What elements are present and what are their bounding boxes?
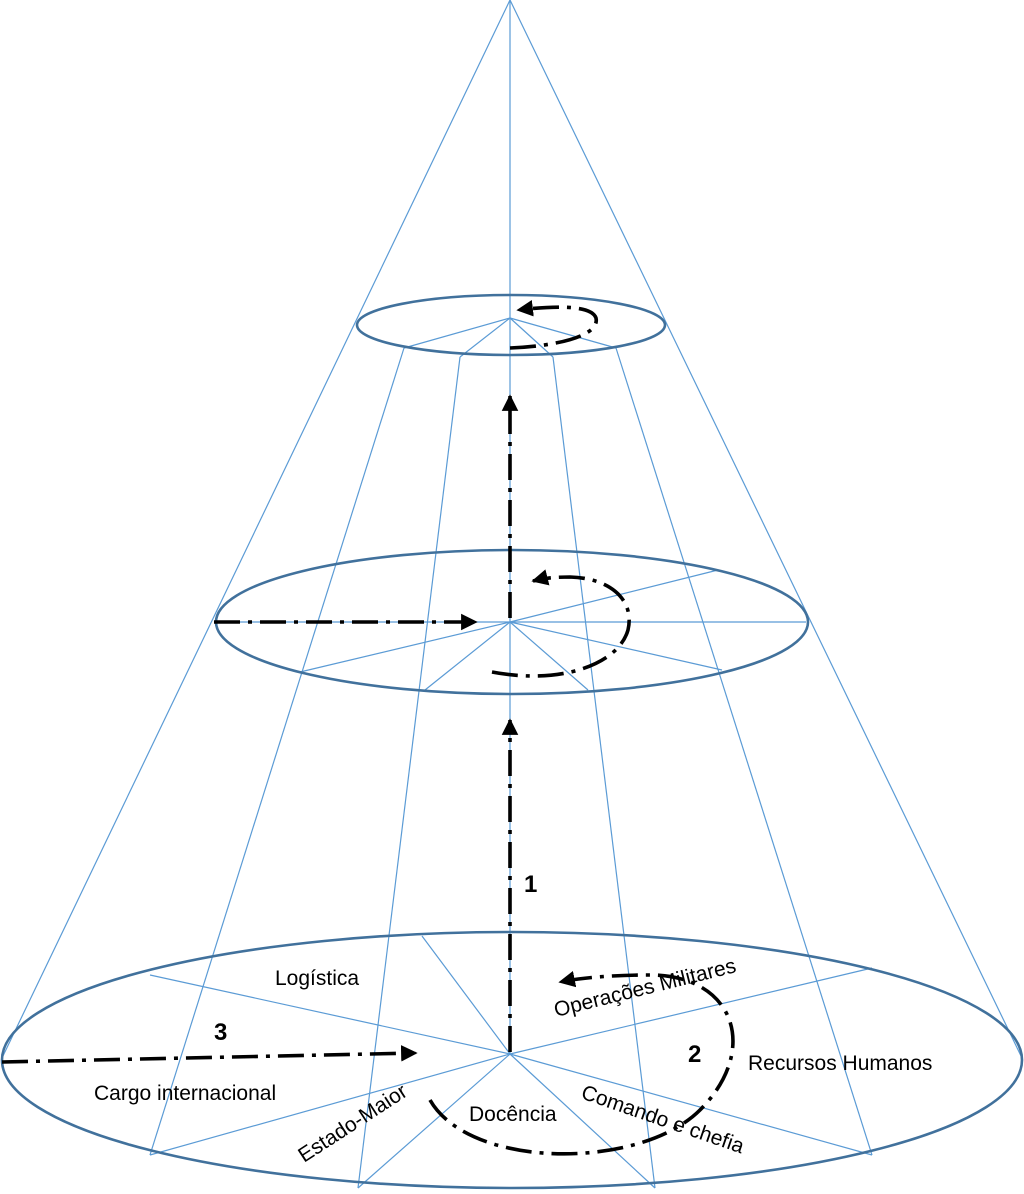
spoke xyxy=(509,317,554,358)
spoke xyxy=(509,967,873,1055)
label-recursos-humanos: Recursos Humanos xyxy=(748,1052,932,1075)
label-comando-e-chefia: Comando e chefia xyxy=(578,1081,747,1158)
cone-left-edge xyxy=(1,0,511,1059)
bottom-ring-spokes xyxy=(149,935,873,1189)
top-ring-spokes xyxy=(403,317,617,358)
base-horizontal-arrow xyxy=(1,1045,418,1064)
cone-right-edge xyxy=(509,0,1023,1059)
spoke xyxy=(299,621,511,673)
marker-2: 2 xyxy=(688,1041,701,1068)
spoke xyxy=(509,1053,656,1189)
label-logistica: Logística xyxy=(275,967,359,990)
cone-generators xyxy=(149,347,873,1189)
label-operacoes-militares: Operações Militares xyxy=(552,954,739,1021)
spoke xyxy=(459,317,511,358)
spoke xyxy=(424,621,511,691)
top-rotation-arrow xyxy=(509,300,598,350)
label-estado-maior: Estado-Maior xyxy=(294,1080,411,1167)
base-rotation-arrow xyxy=(428,970,735,1156)
spoke xyxy=(509,621,723,671)
generator-line xyxy=(149,347,405,1156)
marker-3: 3 xyxy=(214,1019,227,1046)
spoke xyxy=(421,935,511,1055)
path-markers: 1 2 3 xyxy=(214,871,701,1068)
label-docencia: Docência xyxy=(469,1103,557,1126)
cone-outline xyxy=(1,0,1023,1059)
label-cargo-internacional: Cargo internacional xyxy=(94,1082,276,1105)
spoke xyxy=(509,621,589,691)
middle-ring-spokes xyxy=(218,569,806,691)
generator-line xyxy=(552,356,656,1189)
flow-arrows xyxy=(1,300,735,1156)
generator-line xyxy=(357,356,461,1189)
spoke xyxy=(149,1053,511,1156)
top-level-ring xyxy=(355,293,667,357)
spoke xyxy=(509,317,617,349)
spoke xyxy=(357,1053,511,1189)
spoke xyxy=(509,1053,873,1156)
spoke xyxy=(509,569,719,623)
spoke xyxy=(403,317,511,349)
middle-rotation-arrow xyxy=(491,569,631,678)
generator-line xyxy=(615,347,873,1156)
spoke xyxy=(149,974,511,1055)
base-level-ring xyxy=(0,930,1024,1190)
marker-1: 1 xyxy=(524,871,537,898)
